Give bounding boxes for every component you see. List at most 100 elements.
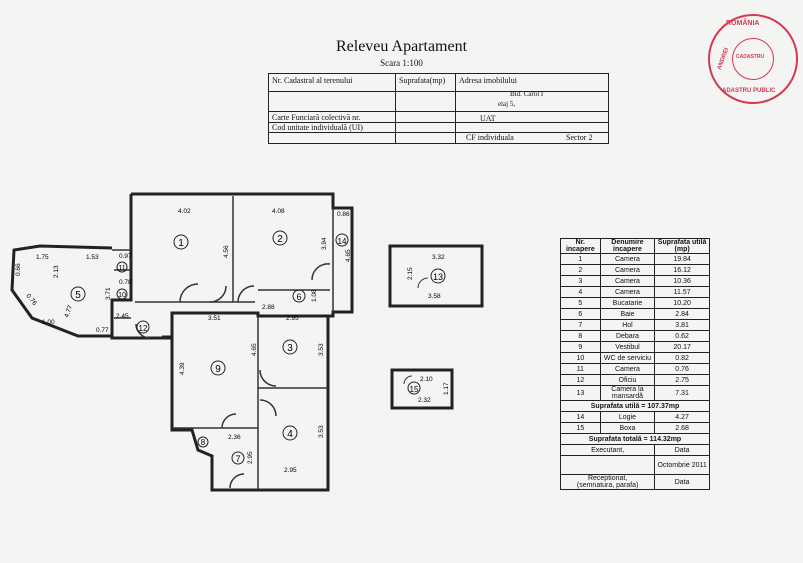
room-marker-14 xyxy=(335,233,349,247)
room-label-13: 13 xyxy=(433,272,443,282)
dim-0-77: 0.77 xyxy=(96,327,109,334)
kitchen-outer-wall xyxy=(10,244,113,338)
legend-cell: 10 xyxy=(560,352,601,364)
dim-2-13: 2.13 xyxy=(53,265,60,278)
room-13-outline xyxy=(388,244,484,308)
door-arc-4 xyxy=(311,263,331,281)
legend-cell: WC de serviciu xyxy=(599,352,656,364)
dim-1-17: 1.17 xyxy=(443,382,450,395)
legend-cell: 15 xyxy=(560,422,601,434)
legend-cell: Bucatarie xyxy=(599,297,656,309)
dim-3-51: 3.51 xyxy=(208,315,221,322)
dim-4-39: 4.39 xyxy=(179,362,186,375)
room-label-6: 6 xyxy=(296,292,301,302)
room-marker-6 xyxy=(292,289,306,303)
legend-header-area: Suprafata utilă (mp) xyxy=(654,238,710,254)
room-legend-table: Nr. incapere Denumire incapere Suprafata… xyxy=(559,238,710,490)
dim-0-78: 0.78 xyxy=(119,279,132,286)
room-label-1: 1 xyxy=(178,238,184,249)
room-label-10: 10 xyxy=(118,292,126,299)
room-marker-3 xyxy=(282,339,298,355)
stamp-inner-ring xyxy=(732,38,774,80)
room-label-14: 14 xyxy=(338,237,347,246)
legend-cell: 19.84 xyxy=(654,253,710,265)
room-label-3: 3 xyxy=(287,343,293,354)
dim-2-15: 2.15 xyxy=(407,267,414,280)
unit-code-label: Cod unitate individuală (UI) xyxy=(272,123,363,132)
legend-cell: Camera xyxy=(599,253,656,265)
dim-4-65: 4.65 xyxy=(251,343,258,356)
scale-label: Scara 1:100 xyxy=(380,58,423,68)
legend-cell: 3.81 xyxy=(654,319,710,331)
legend-cell: Camera xyxy=(599,286,656,298)
legend-cell: 11.57 xyxy=(654,286,710,298)
dim-0-86: 0.86 xyxy=(337,211,350,218)
legend-cell: 2.84 xyxy=(654,308,710,320)
executant-sign-row: Octombrie 2011 xyxy=(559,455,710,475)
legend-cell: 10.36 xyxy=(654,275,710,287)
legend-cell: 7 xyxy=(560,319,601,331)
receptionat-label: Receptionat,(semnatura, parafa) xyxy=(559,474,656,490)
receptionat-row: Receptionat,(semnatura, parafa) Data xyxy=(559,474,710,490)
room-label-15: 15 xyxy=(410,385,419,394)
legend-header-number: Nr. incapere xyxy=(560,238,601,254)
dim-1-75: 1.75 xyxy=(36,254,49,261)
legend-cell: 2 xyxy=(560,264,601,276)
dim-2-45: 2.45 xyxy=(116,313,129,320)
dim-3-53-room3: 3.53 xyxy=(318,343,325,356)
receptionat-text: Receptionat, xyxy=(587,475,628,482)
door-arc-7 xyxy=(221,413,237,429)
dim-3-53-room4: 3.53 xyxy=(318,425,325,438)
room-13-door xyxy=(417,277,429,289)
room-marker-2 xyxy=(272,230,288,246)
room-marker-5 xyxy=(70,286,86,302)
dim-3-94: 3.94 xyxy=(321,237,328,250)
legend-cell: 3 xyxy=(560,275,601,287)
stamp-center-text: CADASTRU xyxy=(736,54,765,60)
room-marker-4 xyxy=(282,425,298,441)
legend-header-name: Denumire incapere xyxy=(599,238,656,254)
room-marker-10 xyxy=(116,288,128,300)
legend-cell: 13 xyxy=(560,385,601,401)
dim-2-95-top: 2.95 xyxy=(286,315,299,322)
legend-cell: 1 xyxy=(560,253,601,265)
door-arc-5 xyxy=(259,369,277,387)
legend-cell: Camera la mansardă xyxy=(599,385,656,401)
legend-cell: 0.82 xyxy=(654,352,710,364)
address-label: Adresa imobilului xyxy=(459,76,517,85)
date-value: Octombrie 2011 xyxy=(654,455,710,475)
legend-header-row: Nr. incapere Denumire incapere Suprafata… xyxy=(560,238,710,254)
sector-label: Sector 2 xyxy=(566,133,593,142)
legend-cell: Camera xyxy=(599,275,656,287)
executant-label: Executant, xyxy=(559,444,656,456)
outer-wall-north-east xyxy=(131,192,354,339)
legend-cell: 16.12 xyxy=(654,264,710,276)
date-label: Data xyxy=(654,444,710,456)
room-marker-11 xyxy=(116,261,128,273)
land-book-label: Carte Funciară colectivă nr. xyxy=(272,113,361,122)
room-label-5: 5 xyxy=(75,290,81,301)
legend-cell: 12 xyxy=(560,374,601,386)
legend-cell: Boxa xyxy=(599,422,656,434)
dim-2-95-bottom: 2.95 xyxy=(284,467,297,474)
legend-cell: 20.17 xyxy=(654,341,710,353)
room-15-outline xyxy=(390,368,454,410)
stamp-bottom-text: ADASTRU PUBLIC xyxy=(722,88,776,94)
door-arc-3 xyxy=(237,285,255,303)
dim-2-95-hall: 2.95 xyxy=(247,451,254,464)
dim-2-32: 2.32 xyxy=(418,397,431,404)
outer-wall-west xyxy=(110,194,172,340)
dim-4-08: 4.08 xyxy=(272,208,285,215)
executant-row: Executant, Data xyxy=(559,444,710,456)
dim-3-71: 3.71 xyxy=(105,287,112,300)
